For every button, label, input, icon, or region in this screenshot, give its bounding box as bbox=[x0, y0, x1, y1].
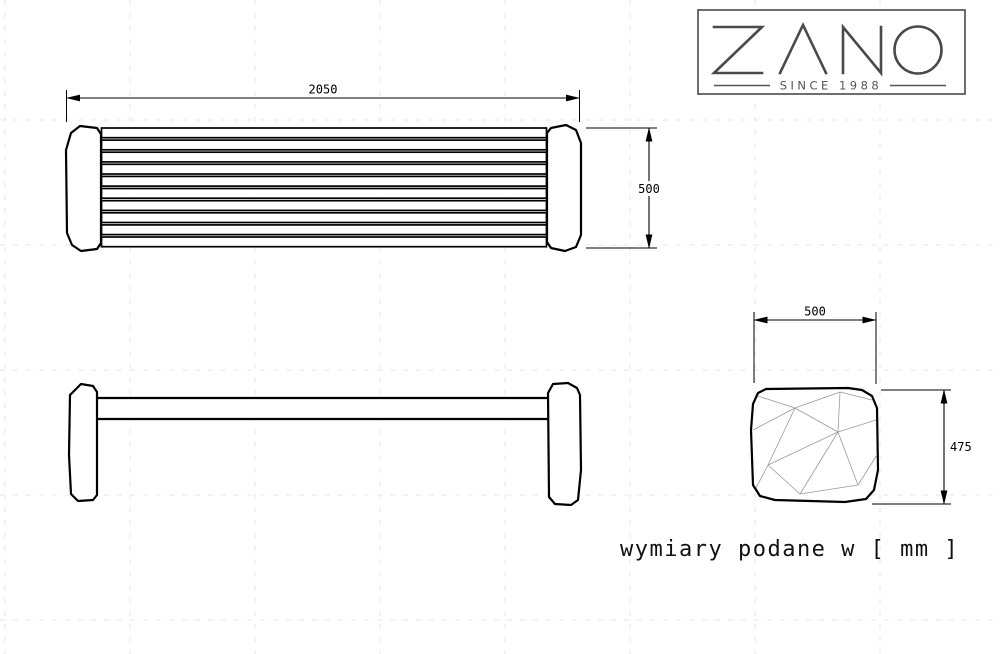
right-leg-front-view bbox=[546, 381, 583, 507]
dim-bench-length: 2050 bbox=[65, 83, 581, 122]
slat-board bbox=[100, 163, 548, 175]
zano-logo: SINCE 1988 bbox=[697, 9, 966, 95]
right-stone-top-view bbox=[545, 123, 583, 253]
logo-tagline: SINCE 1988 bbox=[780, 79, 883, 93]
slat-board bbox=[100, 139, 548, 151]
seat-bar bbox=[94, 396, 552, 421]
top-view: 2050 500 bbox=[64, 83, 665, 253]
letter-z bbox=[710, 25, 766, 75]
stone-facet-lines bbox=[752, 391, 878, 495]
slat-board bbox=[100, 199, 548, 212]
dim-bench-depth: 500 bbox=[586, 127, 665, 249]
side-view: 500 475 bbox=[749, 305, 972, 505]
dim-stone-width: 500 bbox=[753, 305, 877, 384]
dim-label-length: 2050 bbox=[309, 83, 338, 97]
dim-label-depth: 500 bbox=[638, 182, 660, 196]
slat-board bbox=[100, 187, 548, 200]
letter-o bbox=[893, 25, 943, 75]
letter-a bbox=[778, 21, 828, 75]
left-stone-top-view bbox=[64, 124, 103, 253]
bench-slats bbox=[100, 127, 548, 248]
units-note: wymiary podane w [ mm ] bbox=[620, 537, 959, 562]
logo-tagline-row: SINCE 1988 bbox=[714, 79, 946, 93]
stone-side-view bbox=[749, 386, 880, 504]
slat-board bbox=[100, 211, 548, 224]
dim-label-stone-width: 500 bbox=[804, 305, 826, 319]
dim-label-stone-height: 475 bbox=[950, 440, 972, 454]
slat-board bbox=[100, 224, 548, 236]
slat-board bbox=[100, 127, 548, 139]
label-halo bbox=[633, 181, 665, 196]
slat-board bbox=[100, 236, 548, 248]
slat-board bbox=[100, 151, 548, 163]
letter-n bbox=[841, 23, 883, 77]
logo-frame bbox=[697, 9, 966, 95]
front-view bbox=[67, 381, 583, 507]
dim-stone-height: 475 bbox=[872, 389, 972, 505]
zano-logo-letters bbox=[710, 21, 943, 77]
slat-board bbox=[100, 175, 548, 187]
left-leg-front-view bbox=[67, 382, 99, 503]
